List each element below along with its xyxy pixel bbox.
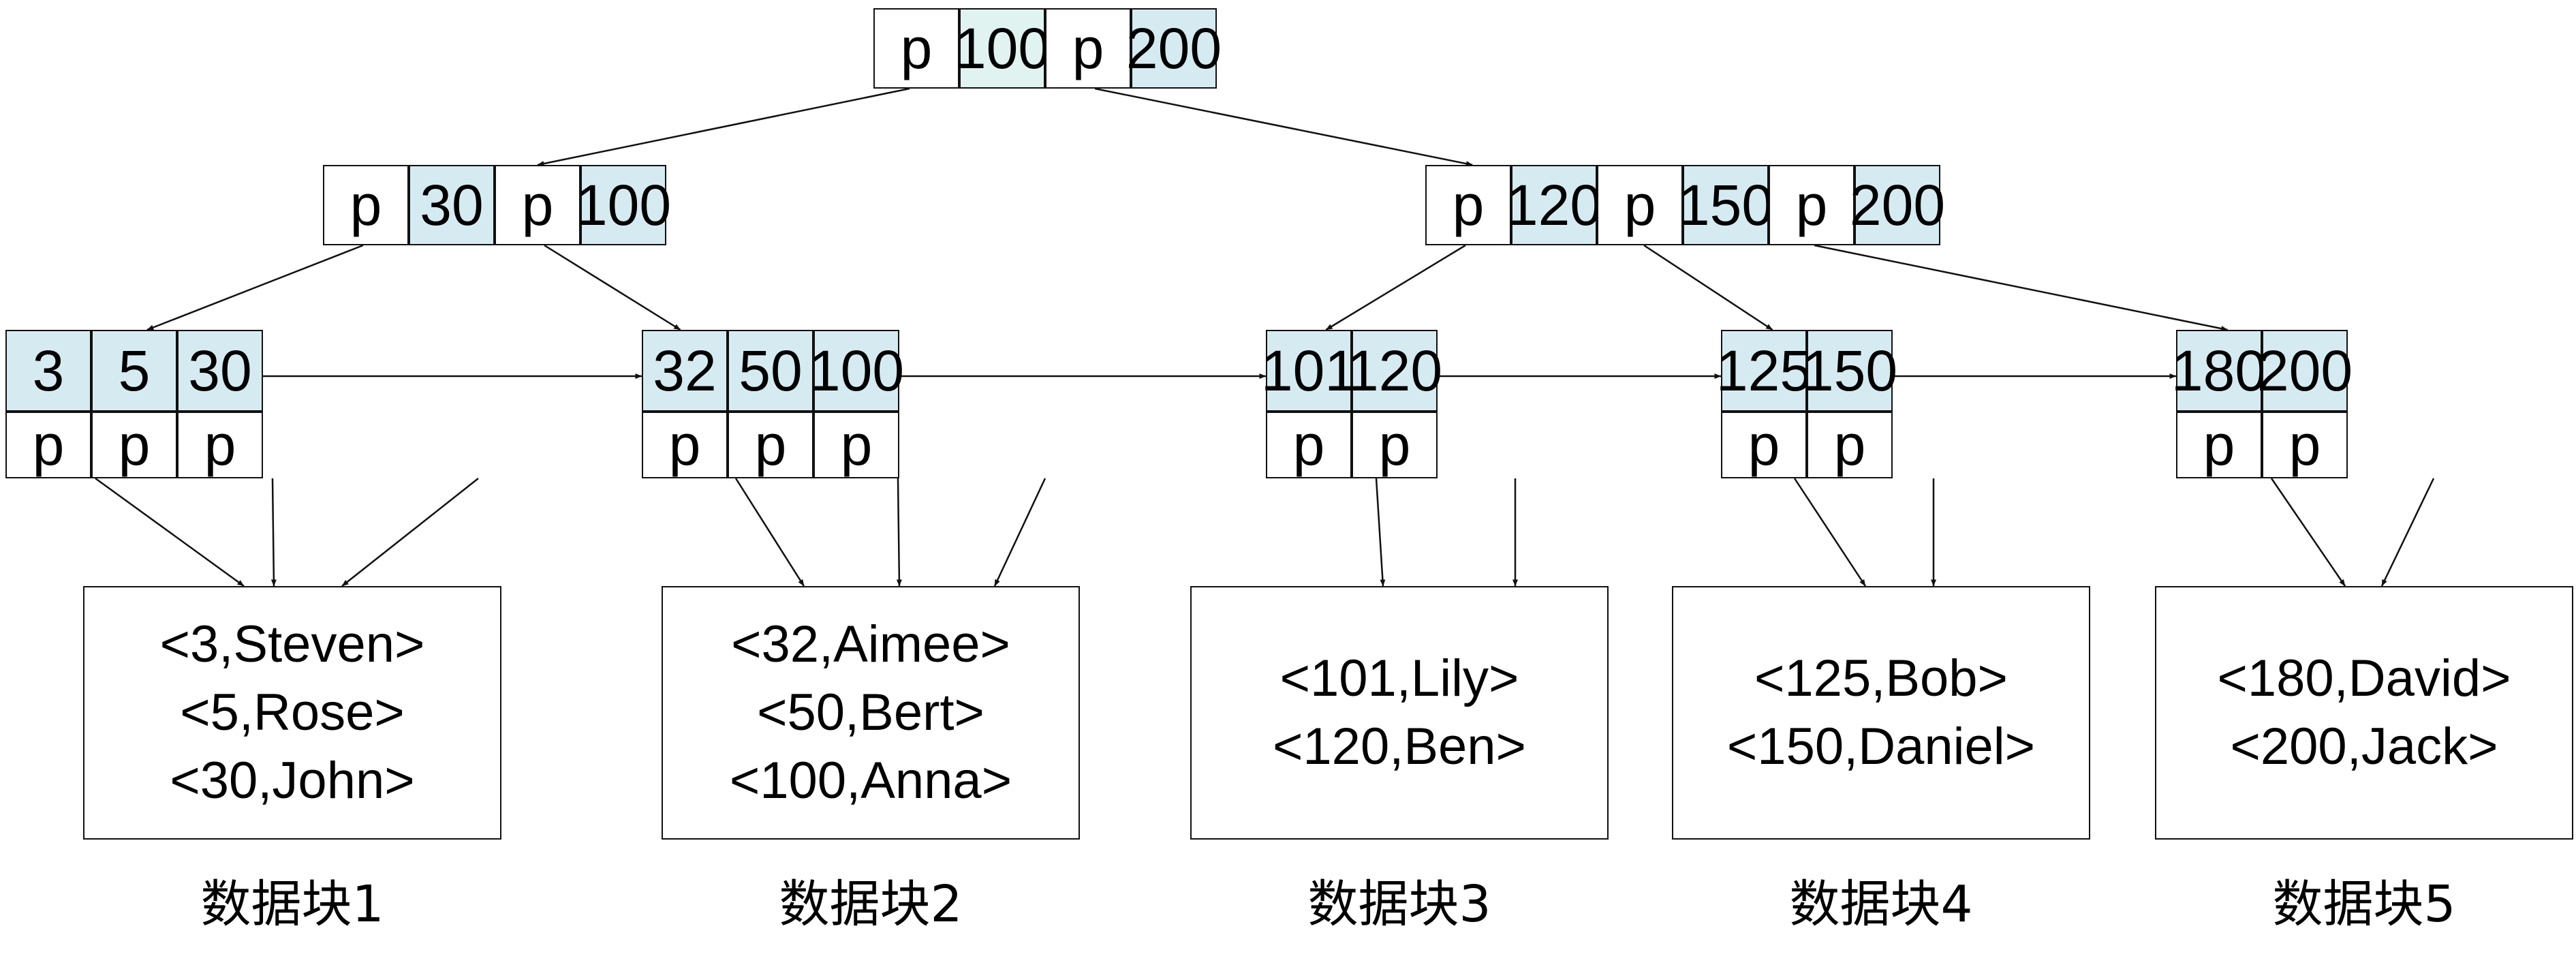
- leaf-key-cell: 5: [91, 330, 177, 412]
- internal-node-left-pointer-cell: p: [323, 165, 409, 245]
- leaf-pointer-cell: p: [2176, 412, 2262, 478]
- record-entry: <100,Anna>: [729, 752, 1012, 810]
- data-block-2: <32,Aimee> <50,Bert> <100,Anna>: [662, 586, 1080, 840]
- internal-child-arrow: [1643, 244, 1773, 331]
- root-child-arrow: [1094, 87, 1473, 167]
- leaf-pointer-cell: p: [1352, 412, 1438, 478]
- data-block-label: 数据块5: [2272, 875, 2456, 934]
- leaf-key-cell: 150: [1802, 330, 1897, 412]
- leaf-pointer-cell: p: [813, 412, 899, 478]
- leaf-pointer-cell: p: [1807, 412, 1893, 478]
- leaf-key-cell: 180: [2171, 330, 2267, 412]
- leaf-data-arrow: [270, 478, 277, 587]
- internal-node-right-pointer-cell: p: [1597, 165, 1683, 245]
- leaf-data-arrow: [2380, 478, 2435, 587]
- data-block-label: 数据块3: [1307, 875, 1491, 934]
- internal-node-right-key-cell: 120: [1506, 165, 1602, 245]
- record-entry: <125,Bob>: [1754, 649, 2008, 707]
- leaf-pointer-cell: p: [2262, 412, 2348, 478]
- leaf-data-arrow: [95, 477, 245, 587]
- leaf-pointer-cell: p: [642, 412, 728, 478]
- data-block-1: <3,Steven> <5,Rose> <30,John>: [83, 586, 501, 840]
- record-entry: <200,Jack>: [2230, 718, 2498, 776]
- record-entry: <101,Lily>: [1279, 649, 1519, 707]
- record-entry: <32,Aimee>: [731, 615, 1010, 673]
- internal-node-right-pointer-cell: p: [1769, 165, 1855, 245]
- internal-child-arrow: [1814, 244, 2229, 332]
- internal-child-arrow: [544, 244, 681, 331]
- leaf-data-arrow: [2270, 478, 2346, 587]
- leaf-key-cell: 50: [728, 330, 813, 412]
- leaf-pointer-cell: p: [91, 412, 177, 478]
- leaf-key-cell: 125: [1716, 330, 1812, 412]
- leaf-key-cell: 32: [642, 330, 728, 412]
- leaf-data-arrow: [734, 478, 805, 587]
- record-entry: <5,Rose>: [180, 684, 405, 741]
- root-child-arrow: [537, 87, 910, 167]
- leaf-key-cell: 101: [1261, 330, 1356, 412]
- record-entry: <30,John>: [170, 752, 415, 810]
- data-block-label: 数据块1: [200, 875, 384, 934]
- internal-child-arrow: [146, 244, 364, 331]
- root-node-pointer-cell: p: [873, 8, 959, 89]
- root-node-key-cell: 100: [955, 8, 1050, 89]
- internal-node-right-pointer-cell: p: [1425, 165, 1511, 245]
- record-entry: <50,Bert>: [757, 684, 984, 741]
- leaf-key-cell: 30: [177, 330, 263, 412]
- record-entry: <150,Daniel>: [1726, 718, 2036, 776]
- record-entry: <180,David>: [2217, 649, 2511, 707]
- data-block-label: 数据块2: [779, 875, 963, 934]
- leaf-key-cell: 120: [1347, 330, 1442, 412]
- root-node-pointer-cell: p: [1045, 8, 1131, 89]
- internal-node-right-key-cell: 200: [1850, 165, 1945, 245]
- leaf-data-arrow: [341, 478, 479, 587]
- internal-node-left-key-cell: 30: [409, 165, 495, 245]
- leaf-key-cell: 100: [809, 330, 904, 412]
- leaf-data-arrow: [993, 478, 1046, 587]
- leaf-pointer-cell: p: [1266, 412, 1352, 478]
- data-block-label: 数据块4: [1789, 875, 1973, 934]
- leaf-key-cell: 200: [2257, 330, 2353, 412]
- leaf-data-arrow: [1375, 478, 1386, 587]
- data-block-4: <125,Bob> <150,Daniel>: [1672, 586, 2090, 840]
- leaf-key-cell: 3: [5, 330, 91, 412]
- record-entry: <120,Ben>: [1273, 718, 1526, 776]
- record-entry: <3,Steven>: [159, 615, 425, 673]
- internal-node-left-key-cell: 100: [576, 165, 671, 245]
- internal-node-right-key-cell: 150: [1678, 165, 1773, 245]
- internal-node-left-pointer-cell: p: [495, 165, 580, 245]
- leaf-pointer-cell: p: [1721, 412, 1807, 478]
- internal-child-arrow: [1325, 244, 1466, 331]
- leaf-pointer-cell: p: [5, 412, 91, 478]
- leaf-pointer-cell: p: [177, 412, 263, 478]
- leaf-data-arrow: [1793, 478, 1867, 587]
- data-block-3: <101,Lily> <120,Ben>: [1190, 586, 1609, 840]
- leaf-data-arrow: [896, 478, 902, 587]
- root-node-key-cell: 200: [1126, 8, 1222, 89]
- data-block-5: <180,David> <200,Jack>: [2155, 586, 2573, 840]
- leaf-pointer-cell: p: [728, 412, 813, 478]
